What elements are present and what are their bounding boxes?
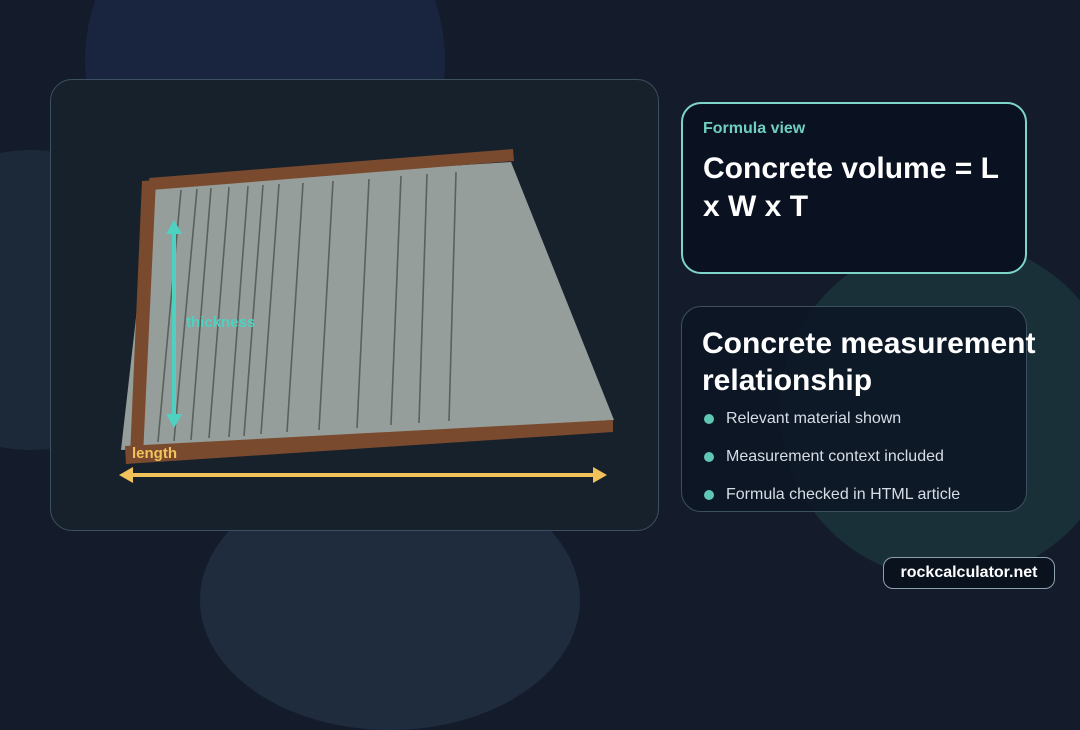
list-item: Formula checked in HTML article bbox=[702, 487, 1006, 525]
bullet-dot-icon bbox=[704, 452, 714, 462]
formwork-left-board bbox=[130, 180, 156, 457]
bullet-text: Relevant material shown bbox=[726, 410, 902, 427]
length-arrow bbox=[119, 467, 607, 483]
list-item: Measurement context included bbox=[702, 449, 1006, 487]
concrete-slab-diagram: thickness length bbox=[50, 79, 659, 531]
length-label: length bbox=[132, 445, 177, 462]
formwork-top-board bbox=[149, 149, 514, 190]
list-item: Relevant material shown bbox=[702, 411, 1006, 449]
bullet-text: Measurement context included bbox=[726, 448, 944, 465]
thickness-arrow bbox=[166, 220, 182, 428]
formula-card: Formula view Concrete volume = L x W x T bbox=[681, 102, 1027, 274]
slab-illustration: thickness length bbox=[119, 149, 614, 483]
bullet-list: Relevant material shown Measurement cont… bbox=[702, 411, 1006, 525]
formula-text: Concrete volume = L x W x T bbox=[703, 152, 999, 223]
bullet-dot-icon bbox=[704, 414, 714, 424]
bullet-dot-icon bbox=[704, 490, 714, 500]
info-card-title-text: Concrete measurement relationship bbox=[702, 327, 1036, 397]
info-card-title: Concrete measurement relationship bbox=[702, 325, 1035, 399]
bullet-text: Formula checked in HTML article bbox=[726, 486, 961, 503]
measurement-info-card: Concrete measurement relationship Releva… bbox=[681, 306, 1035, 512]
formwork-front-board bbox=[125, 420, 613, 464]
site-badge[interactable]: rockcalculator.net bbox=[883, 557, 1055, 589]
thickness-label: thickness bbox=[186, 314, 255, 331]
formula-view-label: Formula view bbox=[703, 120, 806, 137]
